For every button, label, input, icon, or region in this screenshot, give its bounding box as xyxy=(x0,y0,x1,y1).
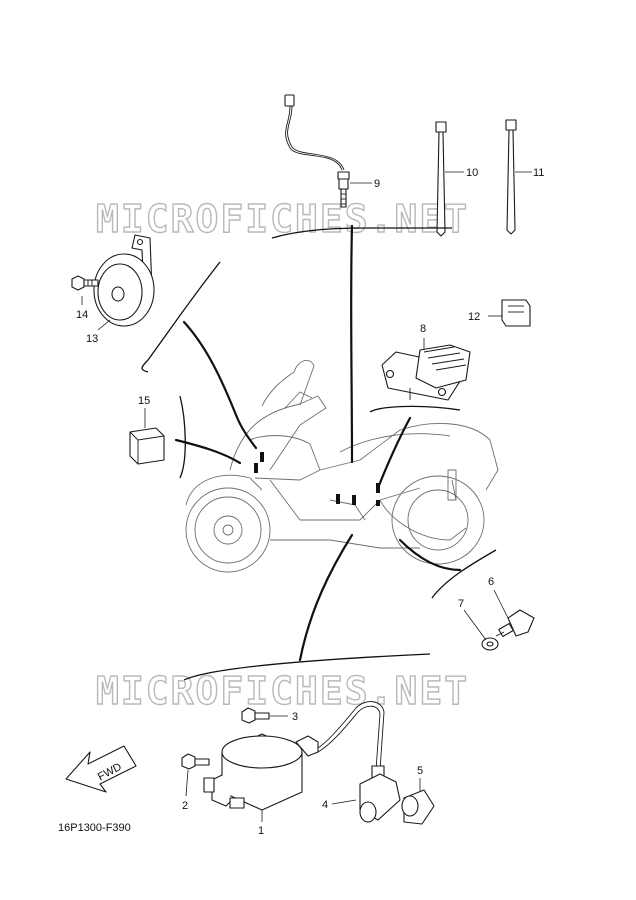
horn-part xyxy=(93,234,155,327)
oxygen-sensor-part xyxy=(284,94,350,208)
callout-11: 11 xyxy=(533,167,544,179)
temperature-sensor-part xyxy=(495,609,535,638)
callout-7: 7 xyxy=(458,598,464,610)
rectifier-regulator-part xyxy=(381,344,471,401)
callout-2: 2 xyxy=(182,800,188,812)
callout-15: 15 xyxy=(138,395,150,407)
cable-tie-part-11 xyxy=(505,119,517,235)
callout-14: 14 xyxy=(76,309,88,321)
diagram-code: 16P1300-F390 xyxy=(58,822,131,834)
callout-12: 12 xyxy=(468,311,480,323)
watermark-top: MICROFICHES.NET xyxy=(96,197,469,241)
fwd-arrow-icon: FWD xyxy=(65,745,137,793)
watermark-bottom: MICROFICHES.NET xyxy=(96,669,469,713)
callouts: 1 2 3 4 5 6 7 8 9 10 11 12 13 14 15 xyxy=(76,167,544,837)
bolt-part-3 xyxy=(241,707,270,724)
clip-part-12 xyxy=(501,299,531,327)
callout-3: 3 xyxy=(292,711,298,723)
ignition-coil-part xyxy=(203,733,319,811)
callout-4: 4 xyxy=(322,799,328,811)
group-brackets xyxy=(141,227,497,681)
callout-13: 13 xyxy=(86,333,98,345)
cable-tie-part-10 xyxy=(435,121,447,237)
spark-plug-cap-part xyxy=(317,701,401,823)
callout-8: 8 xyxy=(420,323,426,335)
plug-cap-cover-part xyxy=(401,789,435,825)
relay-part xyxy=(129,427,165,465)
callout-5: 5 xyxy=(417,765,423,777)
bolt-part-2 xyxy=(181,753,210,770)
callout-9: 9 xyxy=(374,178,380,190)
leader-lines xyxy=(81,171,532,822)
harness-lines xyxy=(174,224,462,662)
callout-6: 6 xyxy=(488,576,494,588)
bolt-part-14 xyxy=(71,275,99,291)
washer-part-7 xyxy=(481,637,499,651)
callout-10: 10 xyxy=(466,167,478,179)
callout-1: 1 xyxy=(258,825,264,837)
